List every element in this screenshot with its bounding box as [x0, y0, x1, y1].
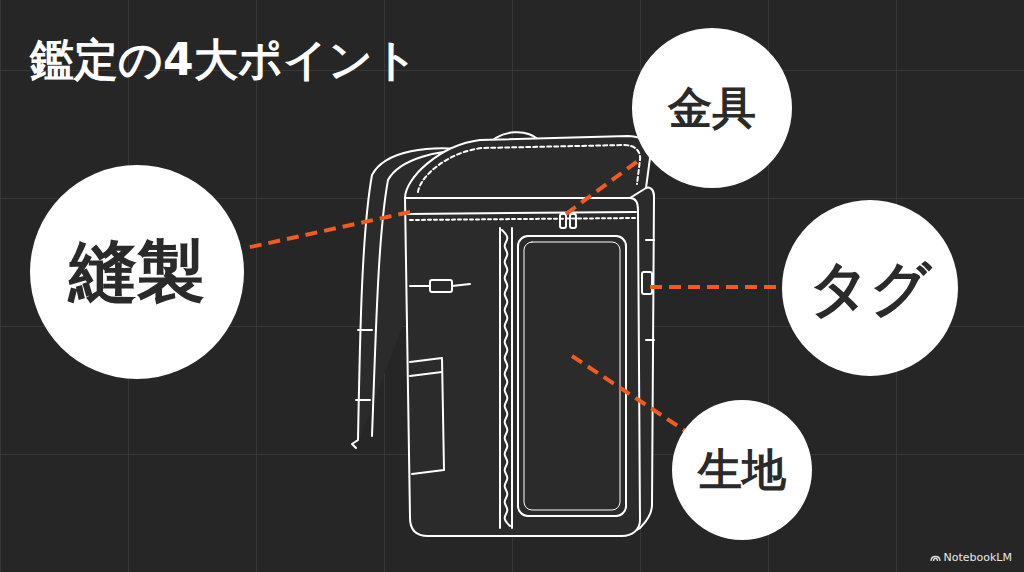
watermark-icon [930, 553, 941, 562]
point-label: 縫製 [69, 235, 205, 310]
reflective-strip [502, 230, 510, 526]
point-label: 金具 [668, 84, 756, 132]
point-label: 生地 [698, 446, 786, 494]
point-circle: タグ [782, 200, 958, 376]
leader-line [650, 285, 782, 289]
title: 鑑定の4大ポイント [30, 36, 418, 84]
point-circle: 生地 [672, 400, 812, 540]
leader-line [572, 356, 690, 434]
point-circle: 金具 [632, 28, 792, 188]
point-label: タグ [809, 255, 931, 321]
leader-line [566, 158, 642, 214]
backpack [352, 132, 654, 536]
watermark: NotebookLM [930, 551, 1012, 564]
watermark-text: NotebookLM [944, 551, 1012, 564]
point-circle: 縫製 [30, 165, 244, 379]
leader-line [246, 212, 410, 248]
leader-lines [246, 158, 782, 434]
